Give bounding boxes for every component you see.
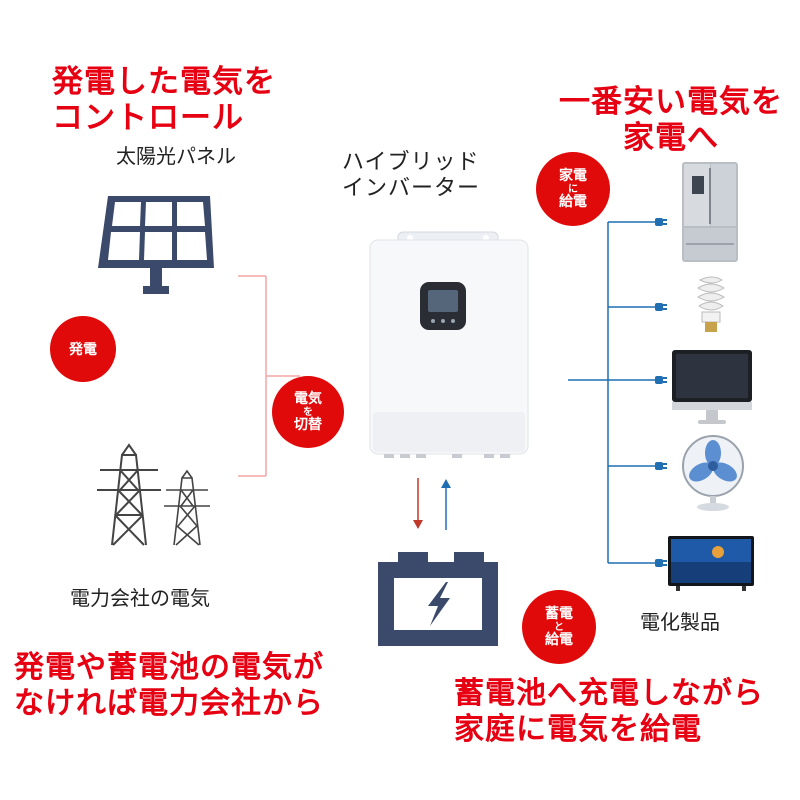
power-tower-icon — [97, 443, 161, 546]
bubble-appliance-line3: 給電 — [559, 193, 587, 210]
battery-icon — [378, 552, 498, 646]
bubble-switch-line1: 電気 — [294, 390, 322, 407]
headline-control: 発電した電気を コントロール — [52, 64, 276, 136]
headline-cheapest: 一番安い電気を 家電へ — [556, 84, 786, 156]
plug-icons — [655, 218, 667, 567]
headline-battery-charge: 蓄電池へ充電しながら 家庭に電気を給電 — [454, 676, 764, 748]
appliance-bus-lines — [568, 221, 660, 564]
power-tower-small-icon — [164, 469, 210, 546]
inverter-label-line2: インバーター — [342, 176, 481, 201]
headline-cheapest-line1: 一番安い電気を — [559, 84, 783, 120]
bubble-switch-line3: 切替 — [294, 416, 322, 433]
appliances-label: 電化製品 — [640, 610, 720, 634]
bubble-switch: 電気 を 切替 — [272, 376, 344, 448]
electric-fan-icon — [682, 435, 744, 511]
headline-grid-fallback: 発電や蓄電池の電気が なければ電力会社から — [14, 650, 324, 722]
headline-control-line1: 発電した電気を — [52, 64, 276, 100]
grid-connection-lines — [238, 275, 300, 477]
bubble-battery-line2: と — [554, 621, 564, 633]
bubble-switch-line2: を — [303, 406, 313, 418]
headline-battery-line2: 家庭に電気を給電 — [454, 712, 702, 747]
headline-cheapest-line2: 家電へ — [623, 120, 719, 156]
headline-control-line2: コントロール — [52, 100, 244, 136]
bubble-generate: 発電 — [50, 316, 116, 382]
inverter-label: ハイブリッド インバーター — [342, 150, 480, 202]
solar-panel-label: 太陽光パネル — [116, 144, 236, 168]
bubble-battery-line3: 給電 — [545, 631, 573, 648]
grid-power-label: 電力会社の電気 — [70, 586, 210, 610]
charge-arrow — [413, 478, 423, 529]
light-bulb-icon — [697, 276, 725, 332]
headline-battery-line1: 蓄電池へ充電しながら — [454, 676, 764, 711]
inverter-label-line1: ハイブリッド — [342, 150, 480, 175]
headline-grid-line1: 発電や蓄電池の電気が — [14, 650, 324, 685]
bubble-appliance-line2: に — [568, 183, 578, 195]
discharge-arrow — [441, 479, 451, 530]
bubble-generate-text: 発電 — [69, 342, 97, 358]
bubble-battery-line1: 蓄電 — [545, 605, 573, 622]
bubble-appliance-line1: 家電 — [559, 167, 587, 184]
bubble-battery-supply: 蓄電 と 給電 — [522, 590, 596, 664]
solar-panel-icon — [98, 196, 214, 294]
television-icon — [668, 536, 754, 591]
bubble-appliance-supply: 家電 に 給電 — [536, 152, 610, 226]
hybrid-inverter-image — [369, 231, 529, 458]
refrigerator-icon — [682, 162, 738, 262]
desktop-monitor-icon — [672, 350, 752, 424]
headline-grid-line2: なければ電力会社から — [14, 686, 324, 721]
